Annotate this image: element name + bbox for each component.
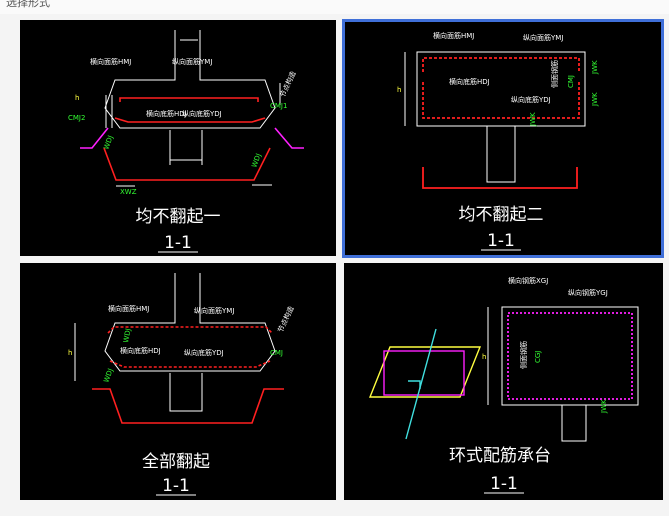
label-top: 横向面筋HMJ xyxy=(433,31,474,40)
dim-r1: JWK xyxy=(591,60,599,75)
label-vertical: 侧面钢筋 xyxy=(550,60,559,88)
code-right: CMJ xyxy=(270,349,283,357)
section-label: 1-1 xyxy=(162,476,190,496)
label-bottom-2: 横向底筋HDJ xyxy=(146,109,187,118)
section-label: 1-1 xyxy=(487,231,515,251)
label-top-2: 纵向面筋YMJ xyxy=(523,33,563,42)
label-top-2: 纵向面筋YMJ xyxy=(194,306,234,315)
label-bottom: 纵向底筋YDJ xyxy=(184,348,224,357)
code-left: CMJ2 xyxy=(68,114,85,122)
section-drawing-2: 横向面筋HMJ 纵向面筋YMJ 横向底筋HDJ 纵向底筋YDJ 侧面钢筋 CMJ… xyxy=(397,31,599,251)
label-top: 横向面筋HMJ xyxy=(90,57,131,66)
option-panel-4[interactable]: 横向钢筋XGJ 纵向钢筋YGJ 侧面钢筋 CGJ h JWK 环式配筋承台 1-… xyxy=(344,263,663,500)
caption: 均不翻起二 xyxy=(459,205,544,225)
dim-b: JWK xyxy=(529,112,537,127)
mark-a: WDJ xyxy=(102,134,114,150)
section-drawing-4: 横向钢筋XGJ 纵向钢筋YGJ 侧面钢筋 CGJ h JWK 环式配筋承台 1-… xyxy=(368,276,639,494)
label-bottom-2: 横向底筋HDJ xyxy=(120,346,161,355)
option-panel-3[interactable]: 横向面筋HMJ 纵向面筋YMJ 横向底筋HDJ 纵向底筋YDJ CMJ 节点构造… xyxy=(20,263,336,500)
dim-h: h xyxy=(68,349,72,357)
dim-h: h xyxy=(482,353,486,361)
code-side: CMJ xyxy=(567,75,575,88)
label-bottom: 纵向底筋YDJ xyxy=(511,95,551,104)
label-vertical: 节点构造 xyxy=(276,305,296,334)
section-label: 1-1 xyxy=(164,233,192,253)
code-side: CGJ xyxy=(534,351,542,363)
label-vertical: 侧面钢筋 xyxy=(519,341,528,369)
label-top: 横向钢筋XGJ xyxy=(508,276,548,285)
section-label: 1-1 xyxy=(490,474,518,494)
header-text: 选择形式 xyxy=(6,0,50,9)
caption: 环式配筋承台 xyxy=(449,446,551,466)
label-mid: 横向底筋HDJ xyxy=(449,77,490,86)
option-panel-2[interactable]: 横向面筋HMJ 纵向面筋YMJ 横向底筋HDJ 纵向底筋YDJ 侧面钢筋 CMJ… xyxy=(342,19,664,258)
dim-h: h xyxy=(397,86,401,94)
label-top: 横向面筋HMJ xyxy=(108,304,149,313)
label-top-2: 纵向面筋YMJ xyxy=(172,57,212,66)
dim-b: JWK xyxy=(600,399,608,414)
label-top-2: 纵向钢筋YGJ xyxy=(568,288,608,297)
header-strip: 选择形式 xyxy=(0,0,669,14)
code-right: CMJ1 xyxy=(270,102,287,110)
mark-a: WDJ xyxy=(102,367,114,383)
label-vertical: 节点构造 xyxy=(278,70,298,99)
section-drawing-1: 横向面筋HMJ 纵向面筋YMJ 横向底筋HDJ 纵向底筋YDJ CMJ2 CMJ… xyxy=(68,30,304,253)
caption: 均不翻起一 xyxy=(136,207,221,227)
mark-b: WDJ xyxy=(122,328,132,344)
mark-c: XWZ xyxy=(120,188,137,196)
caption: 全部翻起 xyxy=(142,452,210,472)
label-bottom: 纵向底筋YDJ xyxy=(182,109,222,118)
dim-r2: JWK xyxy=(591,92,599,107)
option-panel-1[interactable]: 横向面筋HMJ 纵向面筋YMJ 横向底筋HDJ 纵向底筋YDJ CMJ2 CMJ… xyxy=(20,20,336,256)
section-drawing-3: 横向面筋HMJ 纵向面筋YMJ 横向底筋HDJ 纵向底筋YDJ CMJ 节点构造… xyxy=(68,273,296,496)
dim-h: h xyxy=(75,94,79,102)
